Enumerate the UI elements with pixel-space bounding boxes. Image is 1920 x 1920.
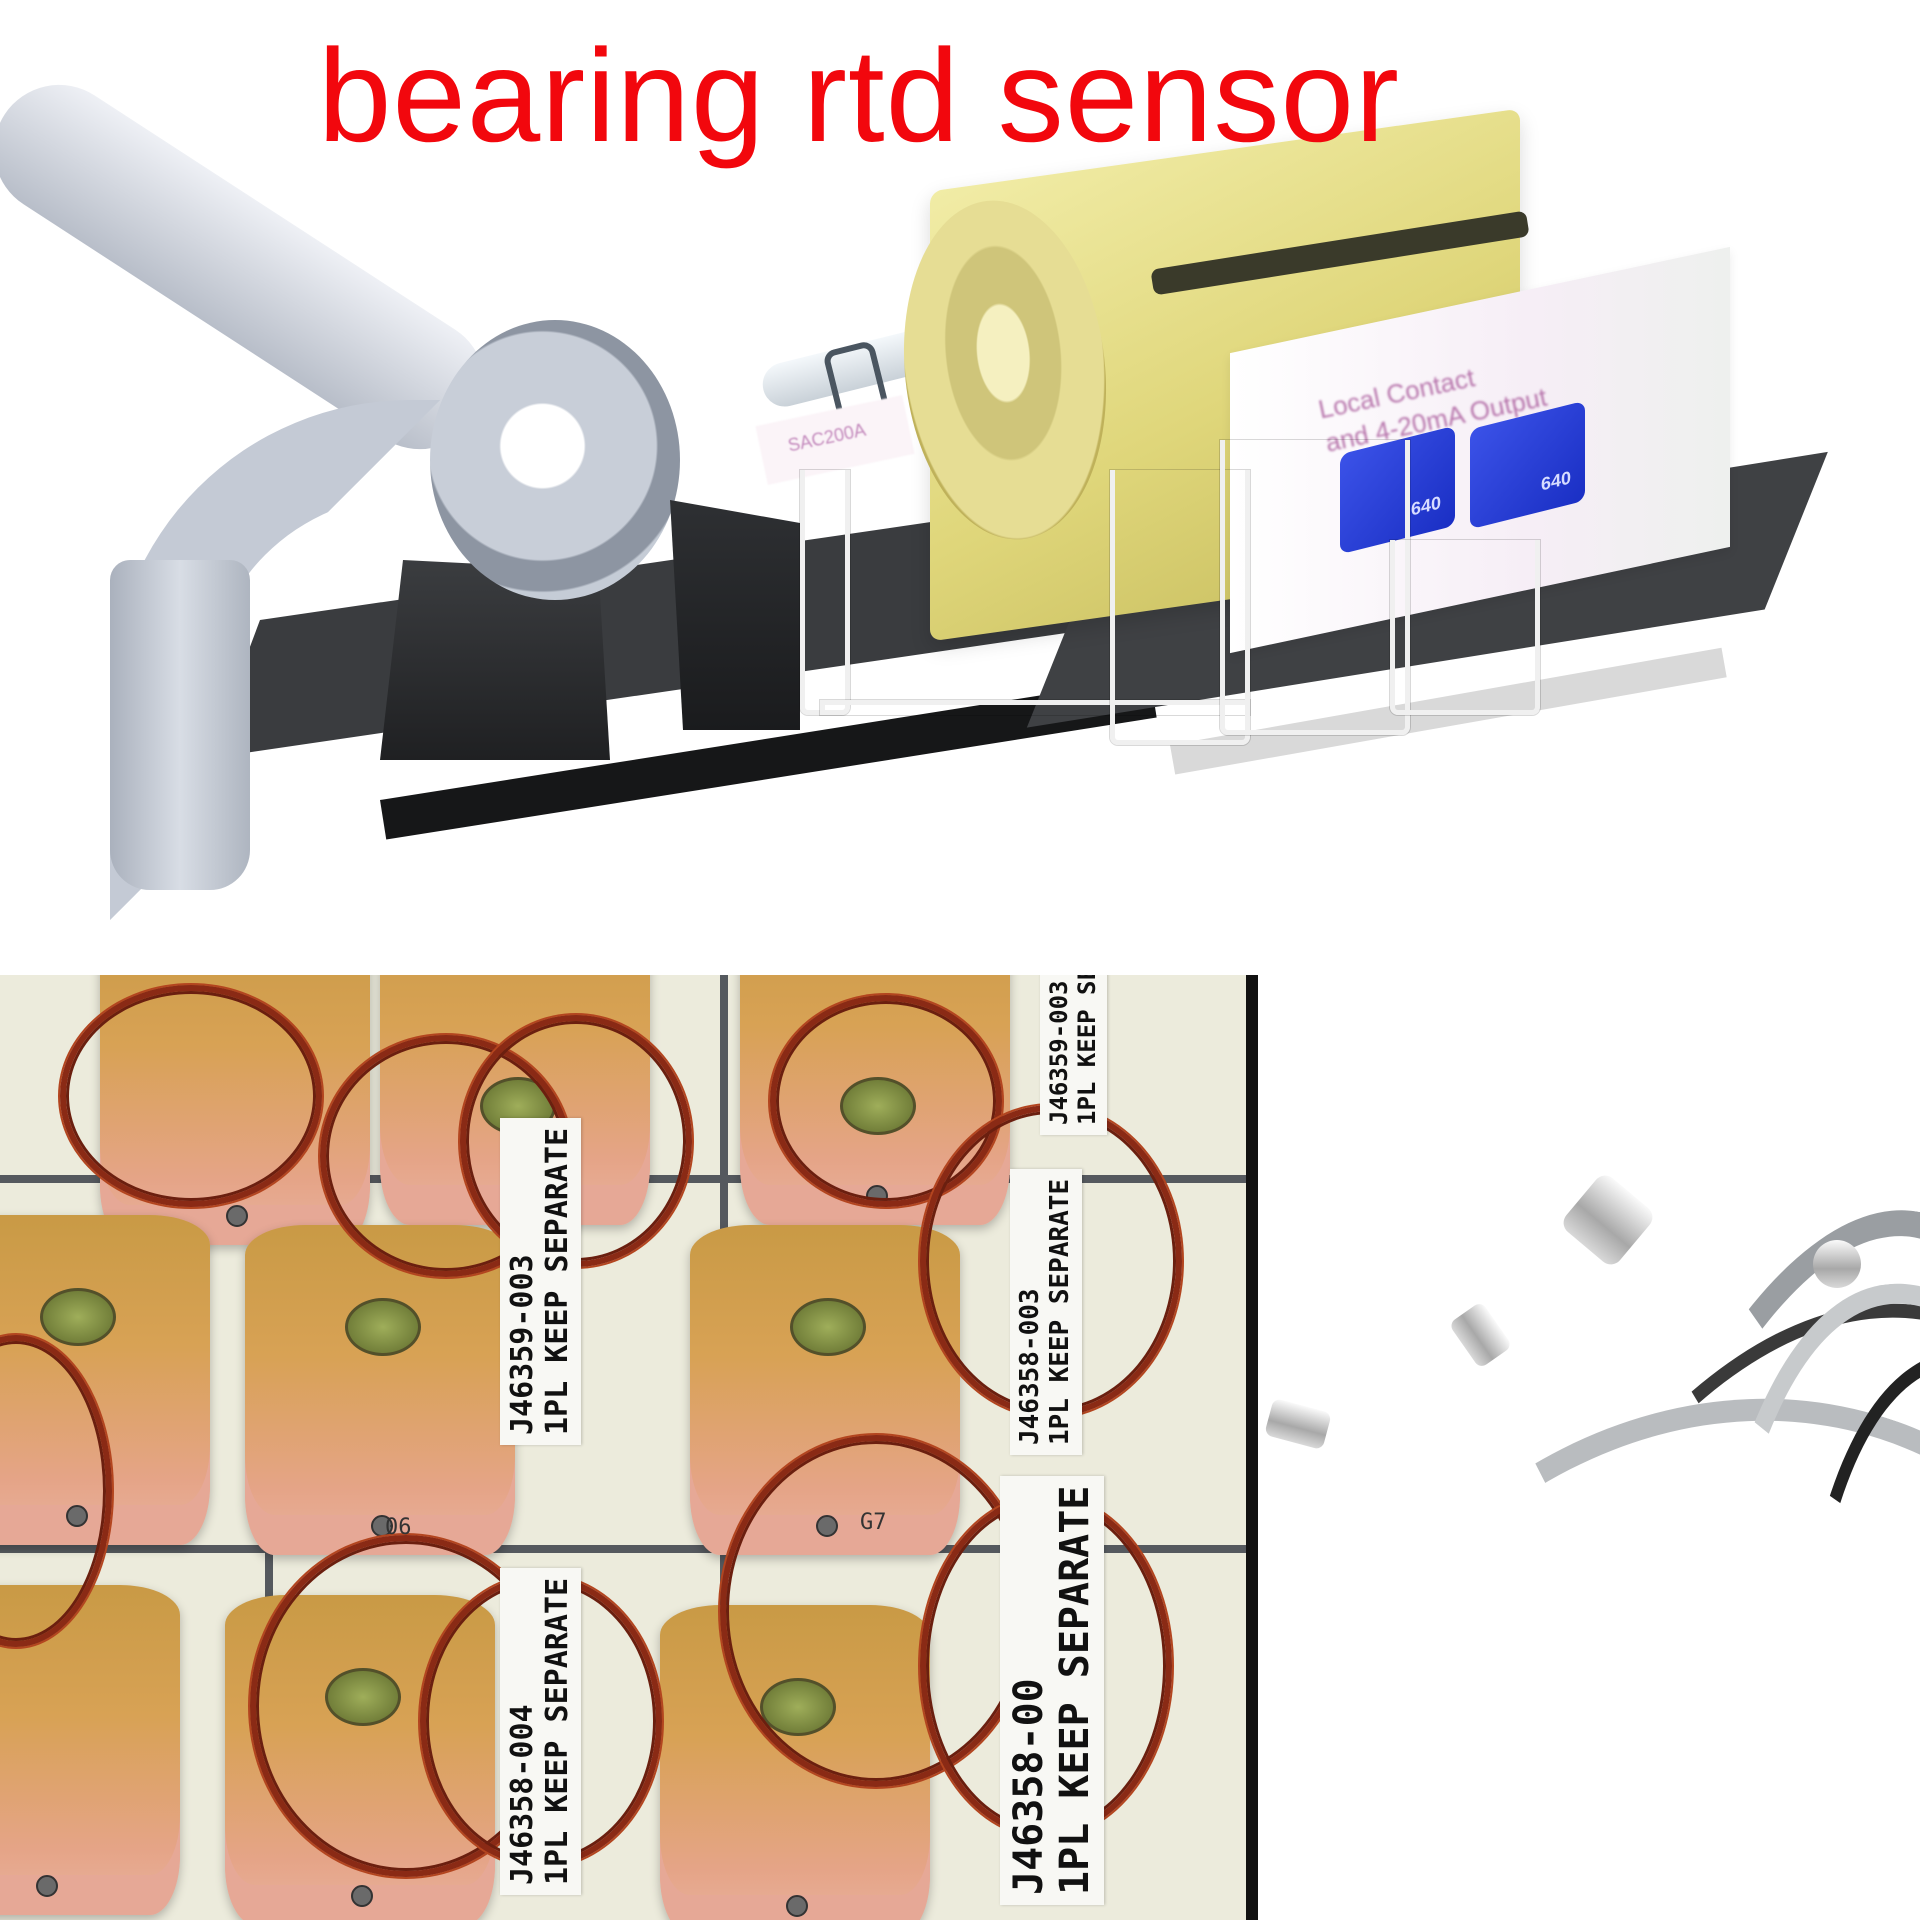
page-title: bearing rtd sensor — [318, 22, 1400, 169]
sensor-wire — [800, 470, 850, 715]
probe-tip — [1264, 1397, 1332, 1451]
part-tag: J46359-003 1PL KEEP SEPARATE — [1040, 975, 1108, 1135]
rtd-sensor — [790, 1297, 866, 1356]
rtd-sensor — [345, 1297, 421, 1356]
probe-tip — [1448, 1301, 1513, 1369]
pump-volute — [430, 320, 680, 600]
lead-wire-coil — [770, 995, 1002, 1207]
tray-grid-line — [0, 1545, 1246, 1553]
position-marker: G7 — [860, 1510, 887, 1535]
sensor-wire — [1110, 470, 1250, 745]
position-marker: 06 — [385, 1515, 412, 1540]
bearing-pedestal — [670, 500, 800, 730]
bolt — [226, 1205, 248, 1227]
bolt — [351, 1885, 373, 1907]
rtd-sensor — [40, 1287, 116, 1346]
sensor-wire — [1220, 440, 1410, 735]
bolt — [36, 1875, 58, 1897]
rtd-probes-photo — [1258, 1160, 1920, 1920]
outlet-pipe — [110, 560, 250, 890]
bearing-pads-photo: J46359-003 1PL KEEP SEPARATE J46359-003 … — [0, 975, 1258, 1920]
pump-motor-illustration: SAC200A Local Contact and 4-20mA Output … — [0, 22, 1828, 920]
lead-wire-coil — [60, 985, 322, 1207]
probe-tip — [1813, 1240, 1861, 1288]
part-tag: J46358-00 1PL KEEP SEPARATE — [1000, 1475, 1104, 1905]
part-tag: J46358-003 1PL KEEP SEPARATE — [1010, 1168, 1082, 1455]
bolt — [786, 1895, 808, 1917]
probe-tip — [1558, 1170, 1658, 1270]
bearing-pad — [245, 1225, 515, 1555]
part-tag: J46359-003 1PL KEEP SEPARATE — [500, 1117, 581, 1445]
part-tag: J46358-004 1PL KEEP SEPARATE — [500, 1567, 581, 1895]
sensor-wire — [1390, 540, 1540, 715]
